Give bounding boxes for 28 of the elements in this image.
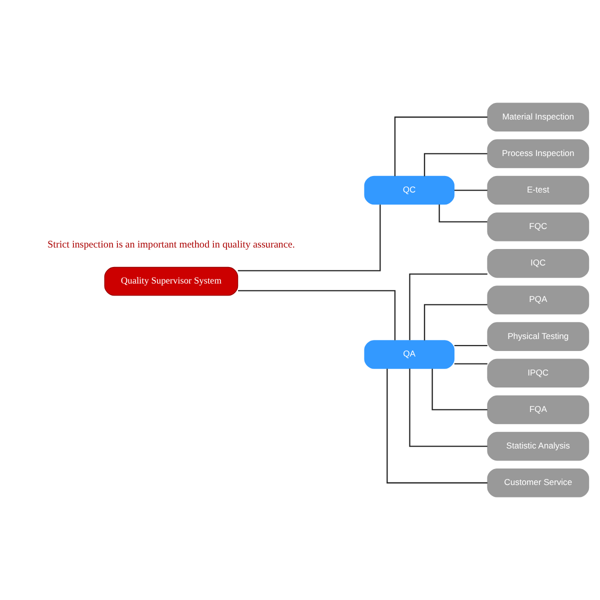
connector (238, 290, 396, 340)
connector (432, 368, 488, 410)
connector (409, 368, 488, 447)
node-box: Physical Testing (487, 322, 590, 351)
label: Strict inspection is an important method in quality assurance. (48, 239, 295, 250)
connector (238, 204, 381, 272)
node-box: Material Inspection (487, 102, 590, 132)
node-box: QA (364, 340, 454, 369)
connector (454, 344, 488, 346)
node-box: Statistic Analysis (487, 432, 590, 461)
node-box: QC (364, 176, 454, 205)
connector (394, 116, 488, 176)
node-box: E-test (487, 176, 590, 205)
node-box: FQA (487, 395, 590, 424)
connector (386, 368, 488, 484)
connector (424, 304, 488, 340)
connector (438, 204, 488, 222)
node-box: Process Inspection (487, 139, 590, 168)
node-box: Customer Service (487, 468, 590, 498)
connector (454, 190, 488, 191)
connector (424, 153, 488, 176)
connector (454, 363, 488, 364)
node-box: FQC (487, 212, 590, 242)
node-box: PQA (487, 286, 590, 314)
connector (409, 273, 488, 340)
node-box: IQC (487, 249, 590, 278)
node-box: Quality Supervisor System (104, 266, 238, 296)
node-box: IPQC (487, 358, 590, 388)
